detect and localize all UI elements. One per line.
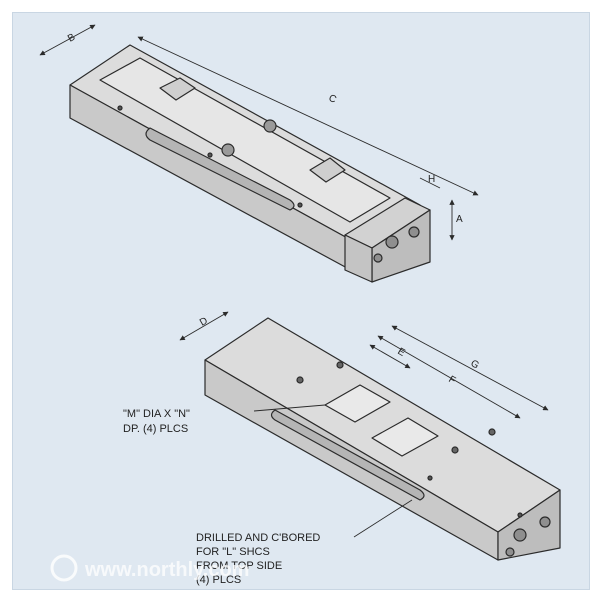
dim-c-label: C: [327, 93, 338, 106]
bottom-slide-hole-4: [488, 428, 496, 436]
top-slide-roller-2: [263, 119, 277, 133]
dim-b-line: [39, 24, 96, 56]
bottom-slide-hole-6: [517, 512, 523, 518]
dim-g-label: G: [469, 358, 481, 372]
bottom-slide-hole-3: [451, 446, 459, 454]
callout-m-line-1: "M" DIA X "N": [123, 408, 190, 420]
bottom-slide-port-3: [505, 547, 515, 557]
bottom-slide-slot-path: [270, 409, 425, 501]
callout-m-leader: [253, 404, 326, 412]
dim-e-label: E: [396, 346, 408, 359]
callout-l-line-3: FROM TOP SIDE: [196, 560, 282, 572]
callout-l-line-2: FOR "L" SHCS: [196, 546, 270, 558]
dim-h-line: [419, 177, 441, 189]
dim-b-label: B: [66, 32, 78, 45]
dim-c-line: [137, 36, 479, 196]
bottom-slide-pad-2: [371, 417, 439, 457]
watermark: www.northly.com: [50, 554, 249, 582]
bottom-slide-hole-5: [427, 475, 433, 481]
bottom-slide-hole-1: [296, 376, 304, 384]
watermark-logo-icon: [50, 554, 78, 582]
top-slide-port-1: [385, 235, 399, 249]
top-slide-side-slot: [0, 0, 1, 1]
top-slide-hole-2: [207, 152, 213, 158]
dim-d-label: D: [198, 315, 210, 328]
bottom-slide-port-2: [539, 516, 551, 528]
callout-m-line-2: DP. (4) PLCS: [123, 423, 188, 435]
dim-d-line: [179, 311, 229, 341]
watermark-text: www.northly.com: [84, 559, 249, 581]
callout-l-line-4: (4) PLCS: [196, 574, 241, 586]
bottom-slide-hole-2: [336, 361, 344, 369]
callout-l-line-1: DRILLED AND C'BORED: [196, 532, 320, 544]
top-slide-roller-1: [221, 143, 235, 157]
bottom-slide: [204, 317, 561, 561]
dim-h-label: H: [428, 174, 435, 185]
top-slide-dimensions: [39, 24, 479, 241]
top-slide-hole-1: [117, 105, 123, 111]
dim-a-label: A: [456, 214, 463, 225]
dim-g-line: [391, 325, 549, 411]
top-slide-port-3: [373, 253, 383, 263]
callout-l-leader: [353, 499, 413, 538]
bottom-slide-end-front: [497, 489, 561, 561]
top-slide-hole-3: [297, 202, 303, 208]
top-slide-end-block-side: [344, 234, 373, 283]
top-slide: [0, 0, 431, 283]
dim-f-label: F: [447, 374, 458, 387]
top-slide-port-2: [408, 226, 420, 238]
bottom-slide-dimensions: [179, 311, 549, 538]
bottom-slide-port-1: [513, 528, 527, 542]
